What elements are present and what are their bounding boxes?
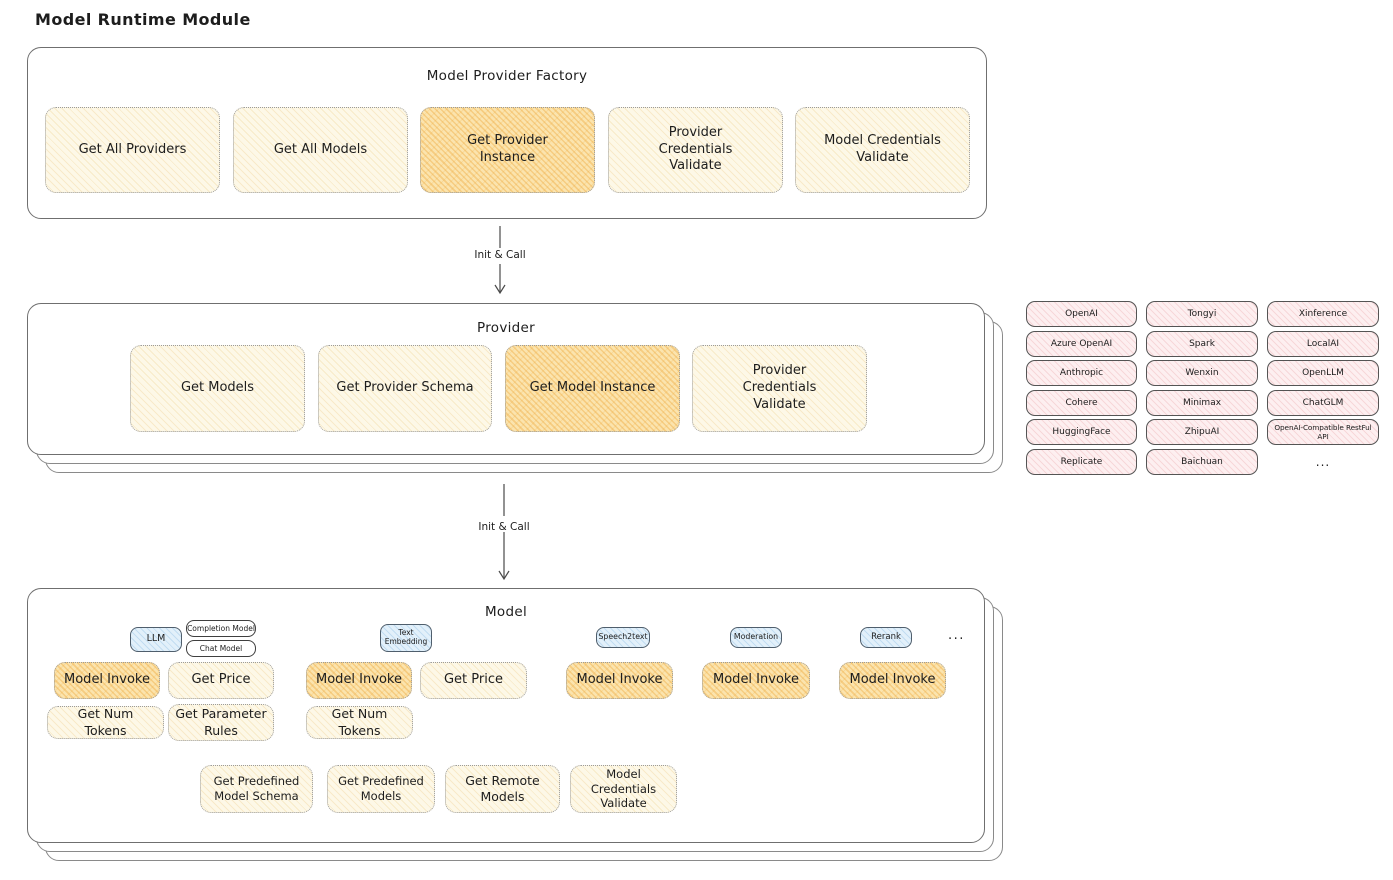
get-predefined-model-schema-box: Get Predefined Model Schema [200,765,313,813]
factory-box-get-all-providers: Get All Providers [45,107,220,193]
tag-moderation: Moderation [730,627,782,648]
llm-get-num-tokens-box: Get Num Tokens [47,706,164,739]
provider-chip: OpenLLM [1267,360,1379,386]
providers-grid: OpenAI Tongyi Xinference Azure OpenAI Sp… [1026,301,1379,475]
provider-chip: Baichuan [1146,448,1258,475]
provider-chip: Xinference [1267,301,1379,327]
box-label: Model Credentials Validate [824,133,941,165]
page-title: Model Runtime Module [35,10,251,29]
box-label: Get All Models [273,141,368,157]
tag-llm: LLM [130,627,182,652]
embedding-get-num-tokens-box: Get Num Tokens [306,706,413,739]
box-label: Get Price [443,672,503,688]
llm-get-parameter-rules-box: Get Parameter Rules [168,704,274,741]
get-predefined-models-box: Get Predefined Models [327,765,435,813]
get-remote-models-box: Get Remote Models [445,765,560,813]
provider-chip: OpenAI [1026,301,1137,327]
box-label: Model Invoke [713,672,799,688]
llm-get-price-box: Get Price [168,662,274,699]
provider-chip: Wenxin [1146,360,1258,386]
provider-chip: Replicate [1026,448,1137,475]
tags-more-ellipsis: ... [948,628,965,643]
provider-chip: ZhipuAI [1146,419,1258,445]
box-label: Get Predefined Model Schema [213,774,300,803]
factory-box-get-all-models: Get All Models [233,107,408,193]
box-label: Get Models [180,380,255,396]
box-label: Model Invoke [64,672,150,688]
tag-chat-model: Chat Model [186,640,256,657]
provider-chip: HuggingFace [1026,419,1137,445]
provider-chip: Cohere [1026,389,1137,416]
tag-completion-model: Completion Model [186,620,256,637]
box-label: Provider Credentials Validate [742,363,817,412]
box-label: Get Predefined Models [338,774,424,803]
model-title: Model [484,604,528,620]
box-label: Get Price [191,672,251,688]
provider-title: Provider [477,320,535,336]
box-label: Get Num Tokens [331,706,388,738]
embedding-get-price-box: Get Price [420,662,527,699]
box-label: Model Invoke [849,672,936,688]
embedding-model-invoke-box: Model Invoke [306,662,412,699]
arrow-down-icon [498,484,510,581]
box-label: Get Provider Schema [336,380,474,396]
provider-chip: Tongyi [1146,301,1258,327]
tag-rerank: Rerank [860,627,912,648]
provider-chip: Minimax [1146,389,1258,416]
rerank-model-invoke-box: Model Invoke [839,662,946,699]
arrow-label-init-call: Init & Call [478,521,530,533]
provider-chip: OpenAI-Compatible RestFul API [1267,419,1379,445]
box-label: Get Remote Models [465,772,540,804]
provider-chip: ChatGLM [1267,389,1379,416]
providers-more-ellipsis: ... [1315,454,1331,469]
box-label: Get All Providers [78,141,187,157]
factory-box-model-credentials-validate: Model Credentials Validate [795,107,970,193]
box-label: Model Invoke [316,672,402,688]
box-label: Provider Credentials Validate [658,124,733,174]
provider-chip: Spark [1146,330,1258,357]
provider-box-get-models: Get Models [130,345,305,432]
box-label: Model Invoke [576,672,663,688]
box-label: Get Model Instance [529,380,656,396]
speech2text-model-invoke-box: Model Invoke [566,662,673,699]
arrow-label-init-call: Init & Call [474,249,526,261]
moderation-model-invoke-box: Model Invoke [702,662,810,699]
provider-chip: LocalAI [1267,330,1379,357]
arrow-down-icon [494,226,506,295]
provider-chip: Anthropic [1026,360,1137,386]
box-label: Get Provider Instance [467,133,548,165]
box-label: Model Credentials Validate [590,766,657,811]
provider-box-get-provider-schema: Get Provider Schema [318,345,492,432]
provider-box-get-model-instance: Get Model Instance [505,345,680,432]
provider-chip: Azure OpenAI [1026,330,1137,357]
box-label: Get Parameter Rules [175,706,267,738]
model-credentials-validate-box: Model Credentials Validate [570,765,677,813]
tag-text-embedding: Text Embedding [380,624,432,652]
box-label: Get Num Tokens [77,706,134,738]
llm-model-invoke-box: Model Invoke [54,662,160,699]
factory-title: Model Provider Factory [426,68,588,84]
tag-speech2text: Speech2text [596,627,650,648]
factory-box-provider-credentials-validate: Provider Credentials Validate [608,107,783,193]
provider-box-provider-credentials-validate: Provider Credentials Validate [692,345,867,432]
factory-box-get-provider-instance: Get Provider Instance [420,107,595,193]
